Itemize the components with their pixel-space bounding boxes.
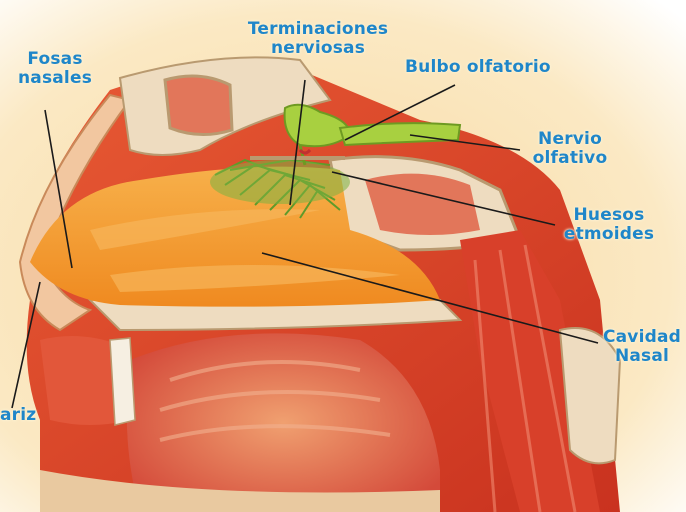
label-huesos-etmoides: Huesos etmoides bbox=[556, 206, 662, 244]
sphenoid-sinus bbox=[365, 174, 480, 235]
label-bulbo-olfatorio: Bulbo olfatorio bbox=[405, 58, 551, 77]
label-nariz: ariz bbox=[0, 406, 36, 425]
nerve-endings-mass bbox=[210, 160, 350, 204]
label-cavidad-nasal: Cavidad Nasal bbox=[598, 328, 686, 366]
label-fosas-nasales: Fosas nasales bbox=[10, 50, 100, 88]
label-nervio-olfativo: Nervio olfativo bbox=[520, 130, 620, 168]
label-terminaciones-nerviosas: Terminaciones nerviosas bbox=[228, 20, 408, 58]
frontal-sinus bbox=[165, 76, 232, 135]
teeth bbox=[110, 338, 135, 425]
